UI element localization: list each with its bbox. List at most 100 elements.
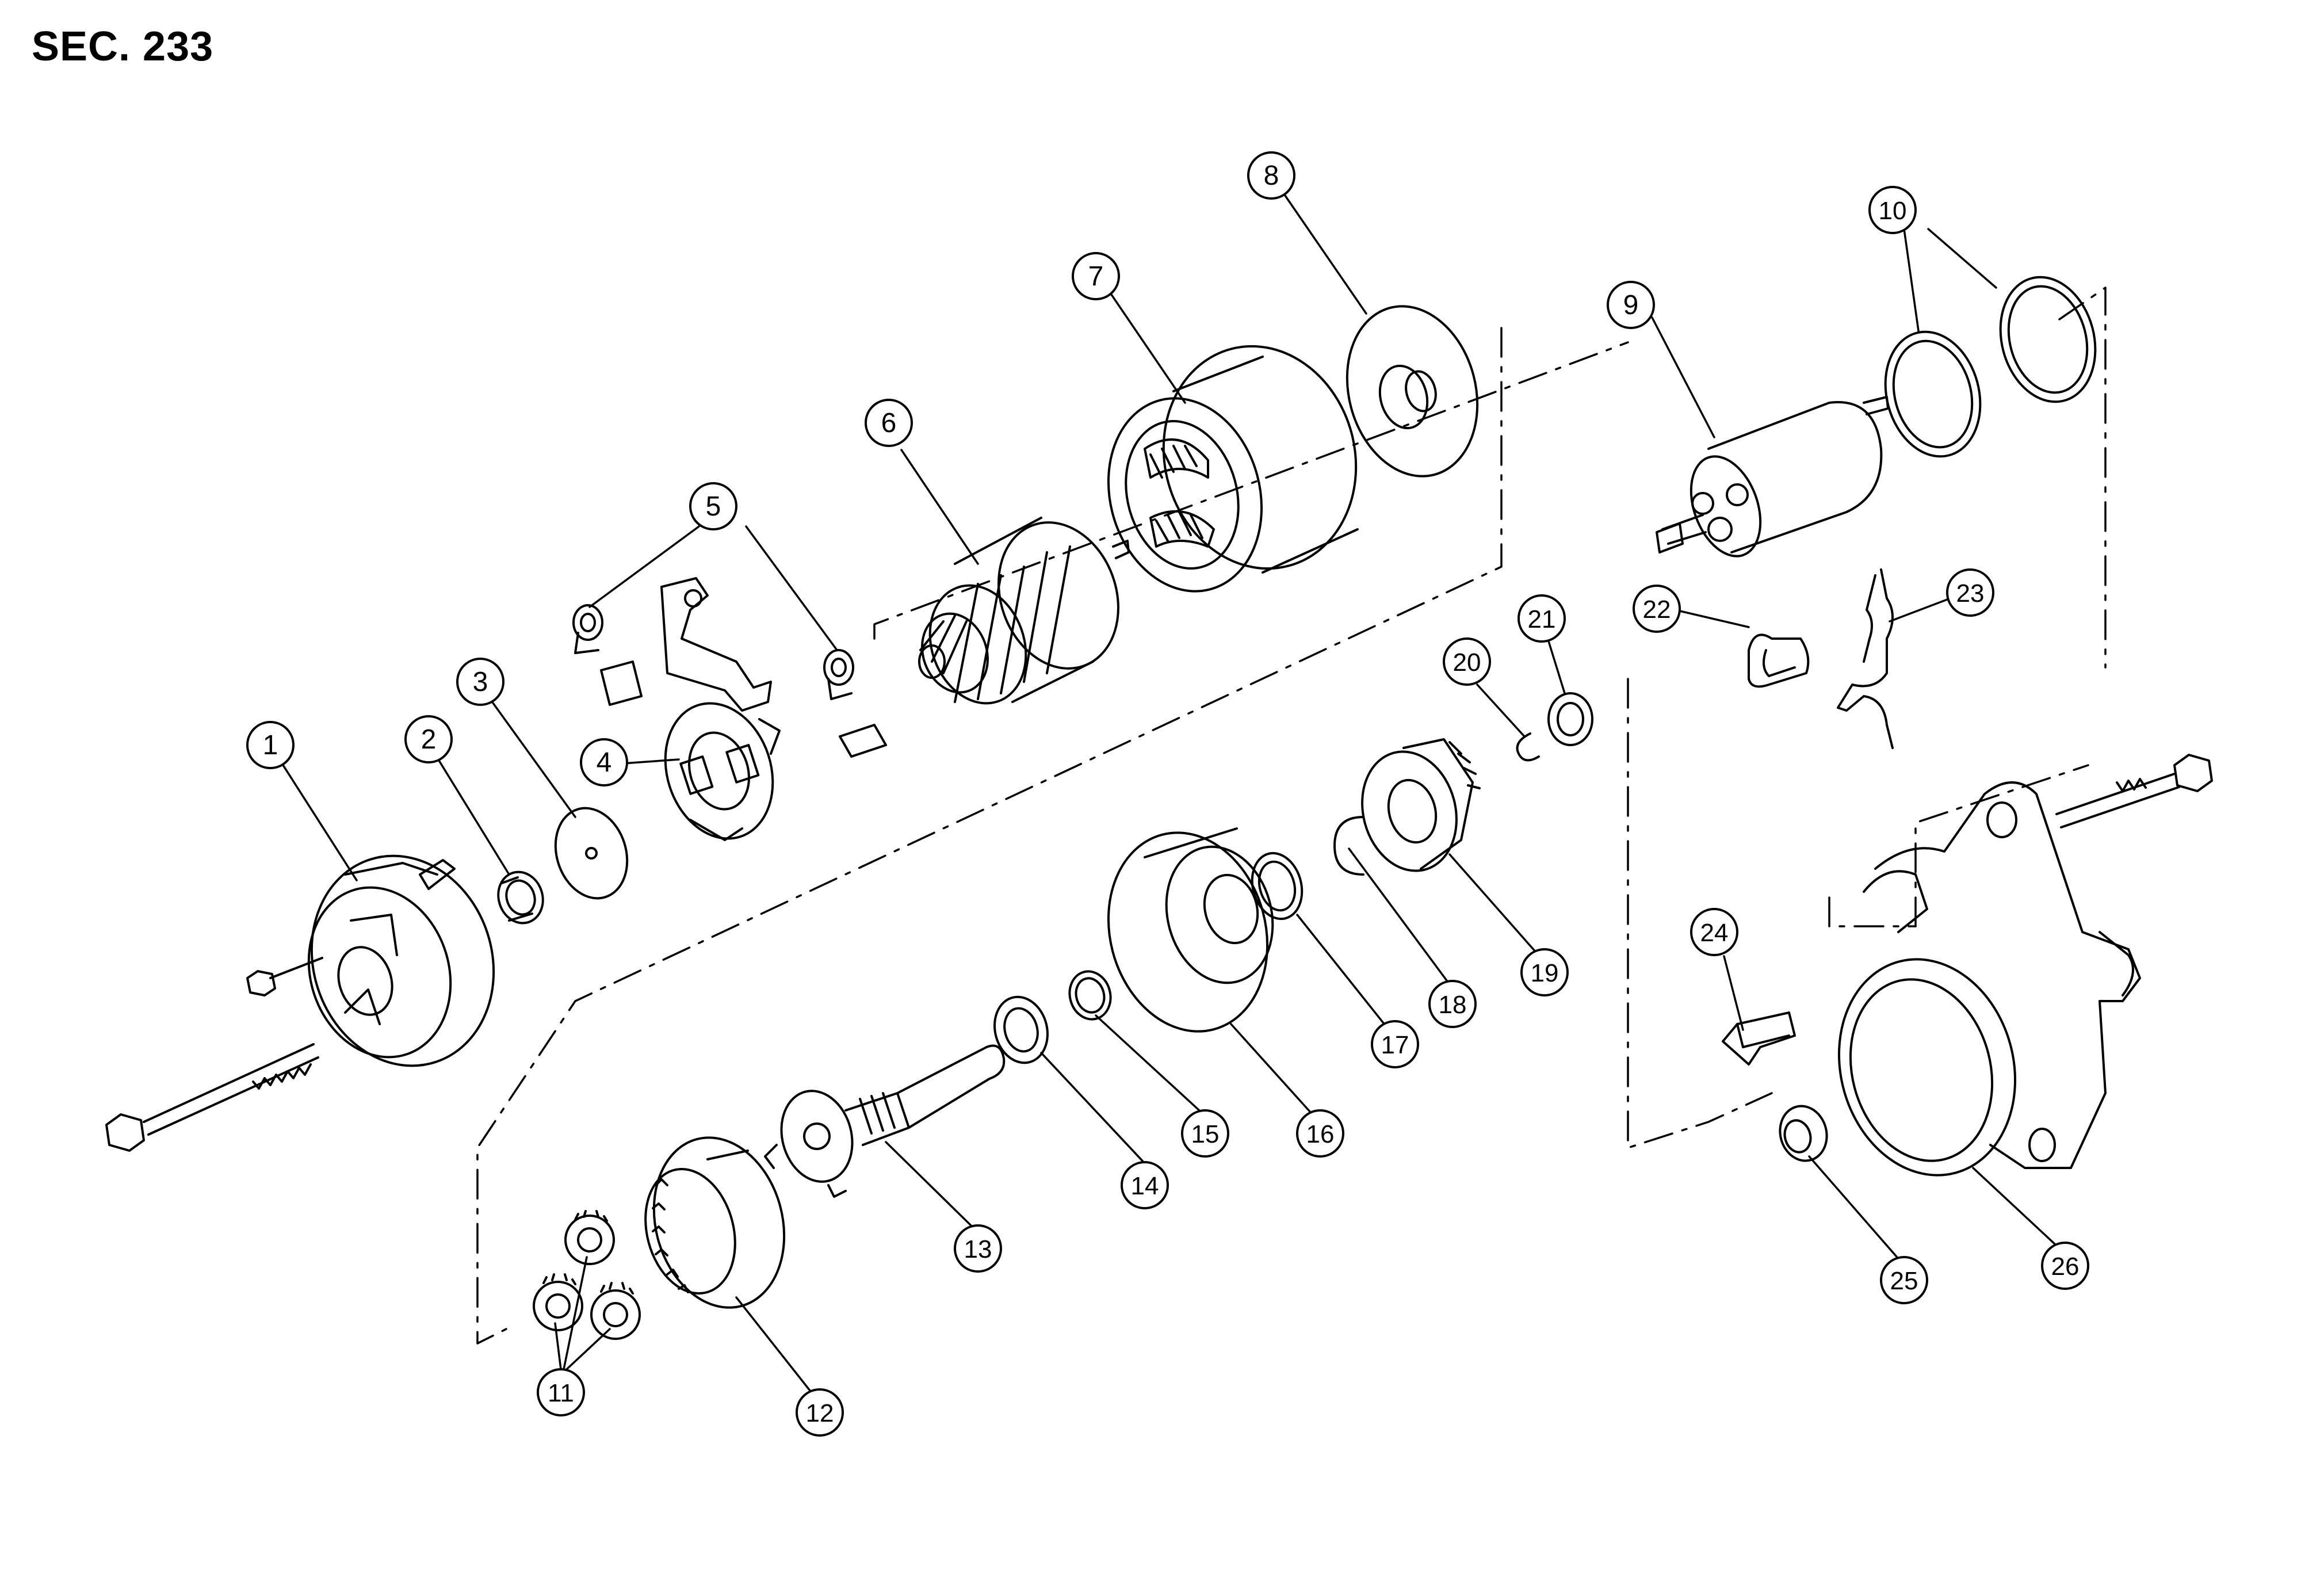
callout-circle <box>1443 637 1491 686</box>
callout-number: 20 <box>1453 648 1481 677</box>
callout-number: 23 <box>1956 579 1985 608</box>
callout-4: 4 <box>580 738 628 786</box>
callout-23: 23 <box>1946 568 1994 617</box>
callout-circle <box>1296 1109 1344 1158</box>
callout-number: 19 <box>1531 959 1559 987</box>
callout-circle <box>1633 585 1681 633</box>
callout-number: 5 <box>706 491 721 522</box>
callout-number: 6 <box>881 408 897 438</box>
callout-1: 1 <box>246 721 295 769</box>
callout-17: 17 <box>1371 1020 1419 1068</box>
callout-9: 9 <box>1607 281 1655 329</box>
callout-circle <box>246 721 295 769</box>
internal-gear <box>644 1136 786 1309</box>
callout-26: 26 <box>2041 1242 2089 1290</box>
callout-circle <box>796 1388 844 1437</box>
callout-10: 10 <box>1868 186 1917 234</box>
bushing-21 <box>1547 692 1593 746</box>
callout-number: 12 <box>806 1399 834 1427</box>
callout-number: 4 <box>597 747 612 778</box>
callout-circle <box>1946 568 1994 617</box>
callout-number: 25 <box>1890 1267 1918 1295</box>
leader-lines <box>279 193 2058 1395</box>
callout-2: 2 <box>404 715 453 763</box>
assembly-boundary-lines <box>476 287 2107 1345</box>
planetary-gears <box>533 1210 641 1340</box>
callout-24: 24 <box>1690 908 1738 956</box>
bushing-25 <box>1779 1105 1828 1162</box>
callout-3: 3 <box>456 658 504 706</box>
callout-number: 24 <box>1700 919 1729 947</box>
overrunning-clutch <box>1361 738 1481 872</box>
callout-13: 13 <box>954 1224 1002 1273</box>
washer-14 <box>993 995 1049 1064</box>
shift-lever <box>1837 568 1894 749</box>
callout-circle <box>1868 186 1917 234</box>
callout-number: 21 <box>1528 605 1556 633</box>
callout-12: 12 <box>796 1388 844 1437</box>
callout-number: 13 <box>964 1235 992 1263</box>
callout-number: 26 <box>2051 1253 2080 1281</box>
stopper <box>1722 1011 1796 1066</box>
callout-number: 3 <box>473 667 488 697</box>
callout-number: 11 <box>548 1379 574 1407</box>
center-bracket <box>1107 827 1274 1033</box>
callout-circle <box>537 1368 585 1416</box>
callout-6: 6 <box>865 399 913 447</box>
callout-25: 25 <box>1880 1256 1928 1304</box>
stop-ring <box>1516 732 1540 762</box>
callout-circle <box>1518 594 1566 643</box>
gear-case <box>1837 781 2141 1177</box>
callout-number: 16 <box>1306 1120 1335 1148</box>
callout-15: 15 <box>1181 1109 1229 1158</box>
callout-14: 14 <box>1121 1161 1169 1209</box>
callout-18: 18 <box>1428 980 1477 1028</box>
callout-circle <box>1690 908 1738 956</box>
callout-circle <box>456 658 504 706</box>
callout-22: 22 <box>1633 585 1681 633</box>
callout-circle <box>1247 151 1295 200</box>
armature <box>918 517 1130 705</box>
callout-circle <box>689 482 737 530</box>
callout-circle <box>954 1224 1002 1273</box>
callout-circle <box>1072 252 1120 300</box>
callout-11: 11 <box>537 1368 585 1416</box>
callout-number: 14 <box>1131 1172 1159 1200</box>
callout-circle <box>580 738 628 786</box>
plate <box>1346 305 1479 478</box>
callout-circle <box>2041 1242 2089 1290</box>
magnetic-switch <box>1656 396 1889 558</box>
rear-cover <box>307 854 495 1067</box>
callout-number: 17 <box>1381 1031 1409 1059</box>
callout-number: 22 <box>1643 595 1671 624</box>
callout-20: 20 <box>1443 637 1491 686</box>
callout-circle <box>1520 948 1569 996</box>
callout-number: 10 <box>1879 197 1907 225</box>
snap-ring <box>1333 816 1364 876</box>
callout-number: 18 <box>1439 991 1467 1019</box>
housing-bolt <box>2055 754 2213 828</box>
callout-circle <box>1121 1161 1169 1209</box>
callout-8: 8 <box>1247 151 1295 200</box>
bearing <box>497 870 544 925</box>
callout-5: 5 <box>689 482 737 530</box>
callout-circle <box>1607 281 1655 329</box>
section-title: SEC. 233 <box>32 24 214 70</box>
callout-circle <box>404 715 453 763</box>
callout-19: 19 <box>1520 948 1569 996</box>
brush-holder <box>664 702 781 841</box>
bushing-15 <box>1068 970 1112 1021</box>
callout-7: 7 <box>1072 252 1120 300</box>
yoke <box>1107 345 1359 593</box>
callout-circle <box>1181 1109 1229 1158</box>
callout-circle <box>1428 980 1477 1028</box>
through-bolt <box>105 1043 319 1152</box>
callout-number: 15 <box>1191 1120 1220 1148</box>
callout-21: 21 <box>1518 594 1566 643</box>
pinion-shaft <box>764 1044 1006 1198</box>
callout-circle <box>865 399 913 447</box>
callout-number: 2 <box>421 724 437 755</box>
brush-spring-and-brushes <box>572 577 887 758</box>
